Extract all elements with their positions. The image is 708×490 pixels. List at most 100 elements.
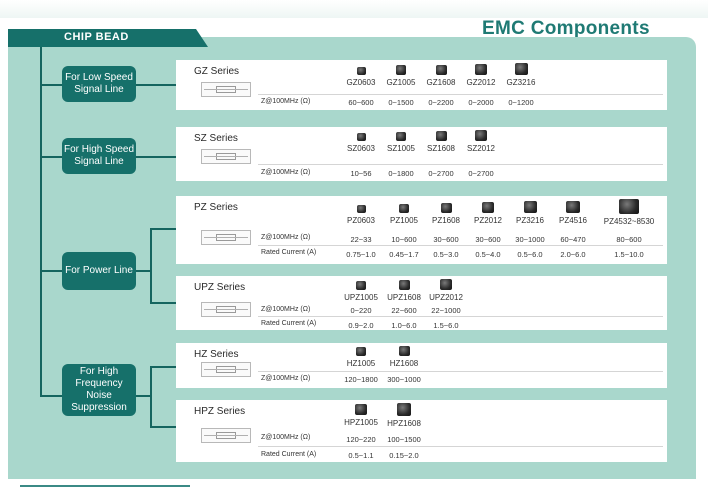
impedance-label: Z@100MHz (Ω) xyxy=(261,169,311,176)
chip-image xyxy=(396,132,406,141)
schematic-icon xyxy=(201,82,251,97)
rated-current-value: 0.9~2.0 xyxy=(348,321,374,330)
category-high-frequency: For High Frequency Noise Suppression xyxy=(62,364,136,416)
rated-current-value: 0.45~1.7 xyxy=(389,250,419,259)
part-hpz1005: HPZ1005 xyxy=(331,404,391,427)
part-gz0603: GZ0603 xyxy=(331,67,391,87)
part-upz1005: UPZ1005 xyxy=(331,281,391,302)
top-banner xyxy=(0,0,708,18)
impedance-value: 0~1500 xyxy=(388,98,414,107)
chip-image xyxy=(356,347,366,356)
part-sz0603: SZ0603 xyxy=(331,133,391,153)
rated-current-label: Rated Current (A) xyxy=(261,320,317,327)
part-sz1608: SZ1608 xyxy=(411,131,471,153)
category-low-speed: For Low Speed Signal Line xyxy=(62,66,136,102)
part-pz1005: PZ1005 xyxy=(374,204,434,225)
part-pz1608: PZ1608 xyxy=(416,203,476,225)
impedance-value: 10~600 xyxy=(391,235,417,244)
schematic-icon xyxy=(201,362,251,377)
chip-image xyxy=(398,346,410,356)
series-name: PZ Series xyxy=(194,202,238,213)
rated-current-label: Rated Current (A) xyxy=(261,451,317,458)
impedance-value: 30~600 xyxy=(475,235,501,244)
part-sz2012: SZ2012 xyxy=(451,130,511,153)
impedance-value: 60~470 xyxy=(560,235,586,244)
row-divider xyxy=(258,371,663,372)
chip-image xyxy=(399,204,409,213)
schematic-icon xyxy=(201,149,251,164)
chip-image xyxy=(523,201,537,213)
impedance-label: Z@100MHz (Ω) xyxy=(261,434,311,441)
schematic-icon xyxy=(201,230,251,245)
part-upz2012: UPZ2012 xyxy=(416,279,476,302)
chip-image xyxy=(356,133,366,141)
tree-branch xyxy=(136,156,176,158)
chip-image xyxy=(514,63,528,75)
row-divider xyxy=(258,164,663,165)
impedance-value: 300~1000 xyxy=(387,375,421,384)
chip-image xyxy=(435,131,447,141)
tree-branch xyxy=(40,270,64,272)
tree-branch xyxy=(40,156,64,158)
part-pz3216: PZ3216 xyxy=(500,201,560,225)
impedance-value: 0~2700 xyxy=(428,169,454,178)
impedance-value: 10~56 xyxy=(350,169,372,178)
tree-branch xyxy=(150,228,152,304)
chip-image xyxy=(475,130,487,141)
part-gz1005: GZ1005 xyxy=(371,65,431,87)
impedance-value: 0~2700 xyxy=(468,169,494,178)
chip-image xyxy=(397,403,411,416)
impedance-value: 80~600 xyxy=(616,235,642,244)
row-divider xyxy=(258,316,663,317)
tree-branch xyxy=(136,270,150,272)
series-card-hpz: HPZ Series Z@100MHz (Ω) Rated Current (A… xyxy=(176,400,667,462)
series-name: HZ Series xyxy=(194,349,239,360)
series-name: SZ Series xyxy=(194,133,238,144)
impedance-value: 30~1000 xyxy=(515,235,545,244)
impedance-label: Z@100MHz (Ω) xyxy=(261,234,311,241)
rated-current-value: 2.0~6.0 xyxy=(560,250,586,259)
rated-current-value: 1.5~6.0 xyxy=(433,321,459,330)
part-hpz1608: HPZ1608 xyxy=(374,403,434,428)
page-title: EMC Components xyxy=(482,18,650,39)
part-pz4532-8530: PZ4532~8530 xyxy=(599,199,659,226)
impedance-label: Z@100MHz (Ω) xyxy=(261,375,311,382)
impedance-value: 22~600 xyxy=(391,306,417,315)
chip-image xyxy=(435,65,447,75)
part-sz1005: SZ1005 xyxy=(371,132,431,153)
tree-branch xyxy=(150,228,176,230)
impedance-value: 0~2000 xyxy=(468,98,494,107)
part-hz1005: HZ1005 xyxy=(331,347,391,368)
tree-branch xyxy=(150,426,176,428)
series-card-pz: PZ Series Z@100MHz (Ω) Rated Current (A)… xyxy=(176,196,667,264)
tree-branch xyxy=(40,84,64,86)
schematic-icon xyxy=(201,428,251,443)
series-card-upz: UPZ Series Z@100MHz (Ω) Rated Current (A… xyxy=(176,276,667,330)
rated-current-value: 1.0~6.0 xyxy=(391,321,417,330)
series-card-hz: HZ Series Z@100MHz (Ω) HZ1005 HZ1608 120… xyxy=(176,343,667,388)
part-gz1608: GZ1608 xyxy=(411,65,471,87)
impedance-value: 0~2200 xyxy=(428,98,454,107)
tree-branch xyxy=(150,366,152,428)
chip-image xyxy=(356,281,366,290)
impedance-value: 0~1200 xyxy=(508,98,534,107)
chip-image xyxy=(355,404,367,415)
row-divider xyxy=(258,94,663,95)
chip-image xyxy=(440,203,452,213)
category-high-speed: For High Speed Signal Line xyxy=(62,138,136,174)
part-gz3216: GZ3216 xyxy=(491,63,551,87)
impedance-value: 0~220 xyxy=(350,306,372,315)
impedance-value: 120~1800 xyxy=(344,375,378,384)
part-hz1608: HZ1608 xyxy=(374,346,434,368)
chip-image xyxy=(356,67,366,75)
impedance-value: 22~33 xyxy=(350,235,372,244)
tree-branch xyxy=(136,84,176,86)
footer-rule xyxy=(20,485,190,487)
impedance-value: 22~1000 xyxy=(431,306,461,315)
tree-branch xyxy=(40,395,64,397)
chip-image xyxy=(475,64,487,75)
impedance-value: 100~1500 xyxy=(387,435,421,444)
rated-current-value: 0.75~1.0 xyxy=(346,250,376,259)
impedance-label: Z@100MHz (Ω) xyxy=(261,98,311,105)
series-card-sz: SZ Series Z@100MHz (Ω) SZ0603 SZ1005 SZ1… xyxy=(176,127,667,181)
